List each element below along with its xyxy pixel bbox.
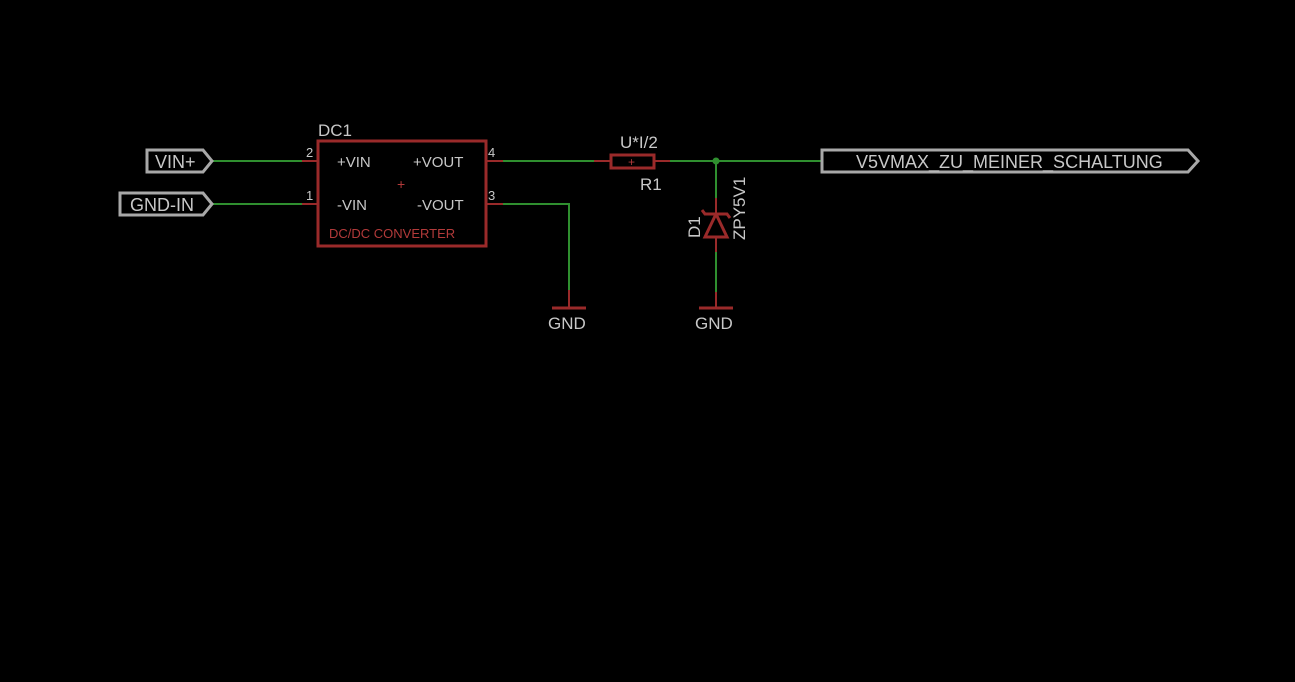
port-v5vmax[interactable]: V5VMAX_ZU_MEINER_SCHALTUNG — [820, 148, 1201, 174]
r1-resistor[interactable]: + U*I/2 R1 — [594, 133, 670, 194]
port-v5vmax-flag — [820, 148, 1201, 174]
d1-zener-diode[interactable]: D1 ZPY5V1 — [685, 177, 749, 252]
dc1-pin-vin-plus: +VIN — [337, 154, 371, 171]
dc1-pin-num-4: 4 — [488, 145, 495, 160]
r1-origin-mark: + — [628, 155, 635, 169]
port-vin[interactable]: VIN+ — [145, 148, 214, 174]
dc1-body — [316, 139, 488, 248]
d1-name: D1 — [685, 216, 704, 238]
r1-value: U*I/2 — [620, 133, 658, 152]
net-vout-minus-gnd[interactable] — [503, 203, 570, 290]
gnd-symbol-1[interactable]: GND — [548, 290, 586, 333]
dc1-pin-num-2: 2 — [306, 145, 313, 160]
dc1-converter[interactable]: DC1 +VIN -VIN +VOUT -VOUT + DC/DC CONVER… — [302, 121, 503, 248]
gnd-1-label: GND — [548, 314, 586, 333]
dc1-pin-vout-minus: -VOUT — [417, 197, 464, 214]
d1-triangle — [702, 210, 730, 239]
r1-body — [609, 153, 656, 170]
dc1-origin-mark: + — [397, 176, 405, 192]
port-gnd-in-flag — [118, 191, 214, 217]
dc1-pin-num-1: 1 — [306, 188, 313, 203]
dc1-pin-vout-plus: +VOUT — [413, 154, 463, 171]
net-junction — [712, 157, 720, 165]
dc1-value: DC/DC CONVERTER — [329, 226, 455, 241]
dc1-pin-vin-minus: -VIN — [337, 197, 367, 214]
gnd-2-label: GND — [695, 314, 733, 333]
port-gnd-in-label: GND-IN — [130, 195, 194, 215]
d1-value: ZPY5V1 — [730, 177, 749, 240]
r1-name: R1 — [640, 175, 662, 194]
port-gnd-in[interactable]: GND-IN — [118, 191, 214, 217]
gnd-symbol-2[interactable]: GND — [695, 292, 733, 333]
dc1-pin-num-3: 3 — [488, 188, 495, 203]
dc1-name: DC1 — [318, 121, 352, 140]
port-v5vmax-label: V5VMAX_ZU_MEINER_SCHALTUNG — [856, 152, 1163, 173]
nets — [213, 157, 822, 292]
port-vin-flag — [145, 148, 214, 174]
port-vin-label: VIN+ — [155, 152, 196, 172]
d1-zener-bar — [700, 209, 732, 219]
